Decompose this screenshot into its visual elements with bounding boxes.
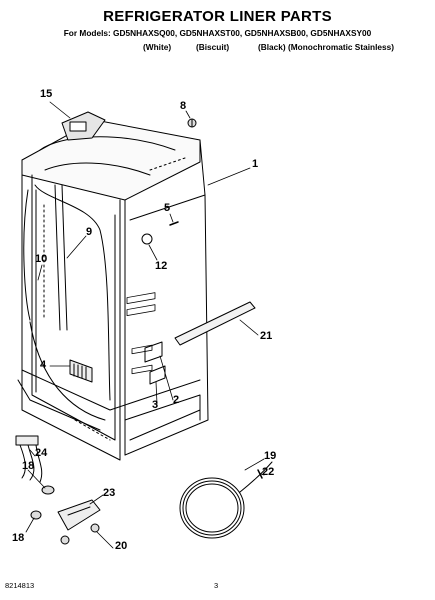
part-5-screw [169,221,179,226]
models-line: For Models: GD5NHAXSQ00, GD5NHAXST00, GD… [63,28,372,38]
footer-page-number: 3 [214,581,219,590]
callout-20: 20 [115,540,128,552]
color-label-white: (White) [143,42,172,52]
callout-5: 5 [164,202,171,214]
callout-8: 8 [180,100,187,112]
footer-part-number: 8214813 [5,581,35,590]
part-8-screw [187,118,197,128]
color-label-black-stainless: (Black) (Monochromatic Stainless) [258,42,395,52]
part-21-rail [174,301,256,346]
part-19-coil [179,461,273,539]
callout-12: 12 [155,260,168,272]
callout-21: 21 [260,330,273,342]
part-20-bulbs [60,523,100,545]
callout-1: 1 [252,158,259,170]
liner-shell [17,119,209,461]
color-label-biscuit: (Biscuit) [196,42,230,52]
callout-3: 3 [152,399,159,411]
page-title: REFRIGERATOR LINER PARTS [103,8,332,25]
part-22-screw [257,469,263,479]
part-4-grille [69,359,93,383]
callout-2: 2 [173,394,180,406]
part-15-cover [61,111,106,141]
callout-19: 19 [264,450,277,462]
part-23-housing [57,499,101,531]
callout-15: 15 [40,88,53,100]
callout-23: 23 [103,487,116,499]
callout-22: 22 [262,466,275,478]
callout-10: 10 [35,253,48,265]
leader-lines [25,101,265,549]
part-12-socket [141,233,153,245]
part-24-wiring [15,435,43,483]
callout-9: 9 [86,226,93,238]
part-2-3-brackets [144,341,166,385]
callout-18-upper: 18 [22,460,35,472]
part-18-lower [30,510,42,520]
callout-4: 4 [40,359,47,371]
callout-18-lower: 18 [12,532,25,544]
callout-24: 24 [35,447,48,459]
